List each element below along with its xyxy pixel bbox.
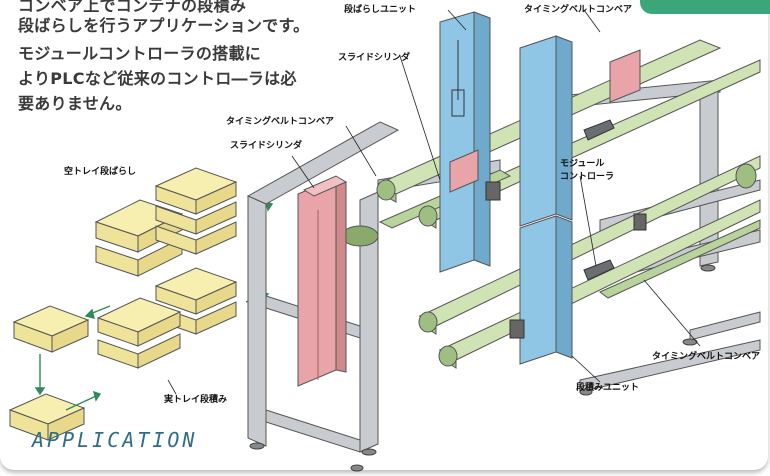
motors xyxy=(485,119,647,339)
label-timing-belt-right: タイミングベルトコンベア xyxy=(652,352,761,362)
description-line-4: よりPLCなど従来のコントロ―ラは必 xyxy=(18,69,297,88)
description-line-1: コンベア上でコンテナの段積み xyxy=(18,0,247,15)
label-empty-tray-unstack: 空トレイ段ばらし xyxy=(64,167,137,177)
description-line-2: 段ばらしを行うアプリケーションです。 xyxy=(18,16,310,35)
pulleys xyxy=(341,163,757,367)
label-unstacking-unit: 段ばらしユニット xyxy=(344,5,417,15)
tab-corner-accent xyxy=(640,0,770,14)
label-loaded-tray-stack: 実トレイ段積み xyxy=(164,395,228,405)
description-line-3: モジュールコントローラの搭載に xyxy=(18,44,262,63)
application-title: APPLICATION xyxy=(32,428,198,452)
label-timing-belt-left: タイミングベルトコンベア xyxy=(226,117,335,127)
tray-stack-illustration xyxy=(8,167,238,441)
label-slide-cylinder-left: スライドシリンダ xyxy=(230,141,303,151)
label-slide-cylinder-top: スライドシリンダ xyxy=(338,53,411,63)
callout-lines xyxy=(167,9,701,395)
slide-cylinders xyxy=(297,49,641,387)
description-line-5: 要ありません。 xyxy=(18,94,132,113)
label-stacking-unit: 段積みユニット xyxy=(576,383,640,393)
label-module-controller: モジュール コントローラ xyxy=(560,159,615,182)
label-timing-belt-top: タイミングベルトコンベア xyxy=(524,5,633,15)
blue-columns xyxy=(439,11,573,365)
